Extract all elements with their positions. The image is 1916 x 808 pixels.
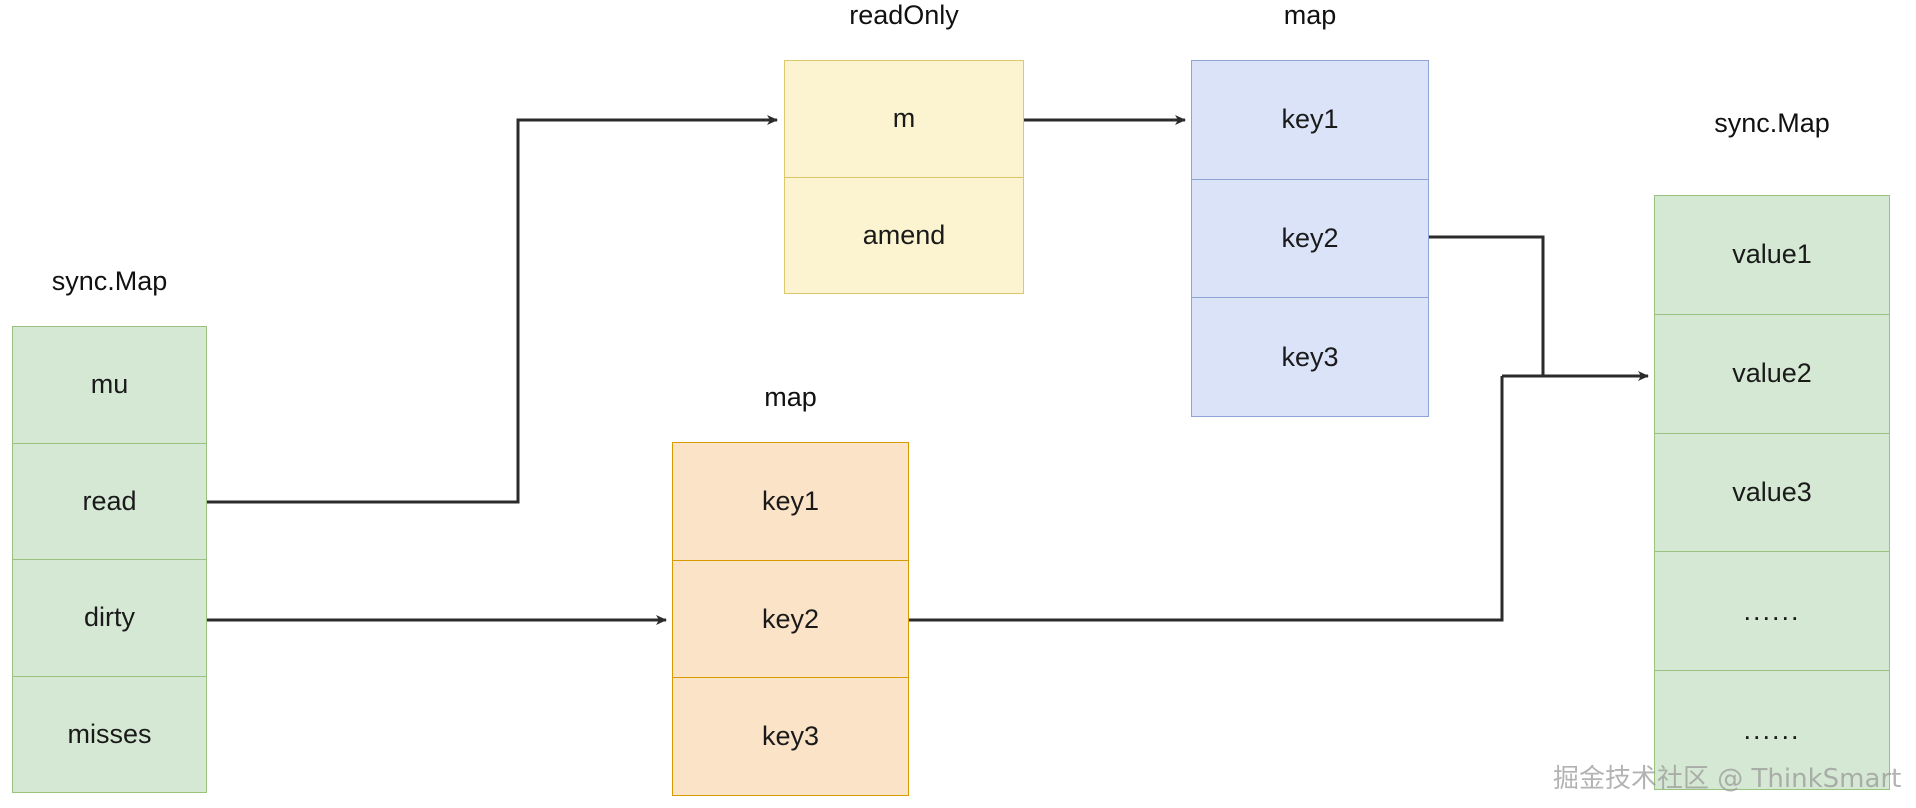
dirty-map-box: key1 key2 key3: [672, 442, 909, 796]
readonly-box: m amend: [784, 60, 1024, 294]
field-dirty: dirty: [13, 560, 206, 677]
field-misses: misses: [67, 718, 152, 749]
values-box: value1 value2 value3 ...... ......: [1654, 195, 1890, 790]
field-read: read: [13, 444, 206, 560]
dirty-map-key1: key1: [673, 443, 908, 561]
value-entry-3: value3: [1655, 434, 1889, 553]
wire-readmap-key2-to-values: [1429, 235, 1545, 376]
read-map-key1: key1: [1192, 61, 1428, 180]
dirty-map-key3: key3: [761, 721, 820, 752]
read-map-key2: key2: [1192, 180, 1428, 299]
value-entry-ellipsis-1: ......: [1655, 552, 1889, 672]
left-sync-map-box: mu read dirty misses: [12, 326, 207, 793]
read-map-key3: key3: [1281, 341, 1339, 372]
values-caption: sync.Map: [1714, 108, 1830, 138]
value-entry-1: value1: [1655, 196, 1889, 315]
dirty-map-caption: map: [764, 382, 817, 412]
field-amend: amend: [862, 219, 946, 250]
watermark-text: 掘金技术社区 @ ThinkSmart: [1553, 764, 1902, 794]
field-mu: mu: [13, 327, 206, 444]
dirty-map-key2: key2: [673, 561, 908, 679]
readonly-caption: readOnly: [849, 0, 959, 30]
read-map-box: key1 key2 key3: [1191, 60, 1429, 417]
read-map-caption: map: [1283, 0, 1337, 30]
value-entry-ellipsis-2: ......: [1743, 714, 1801, 745]
left-sync-map-caption: sync.Map: [51, 266, 168, 296]
field-m: m: [785, 61, 1023, 178]
value-entry-2: value2: [1655, 315, 1889, 434]
